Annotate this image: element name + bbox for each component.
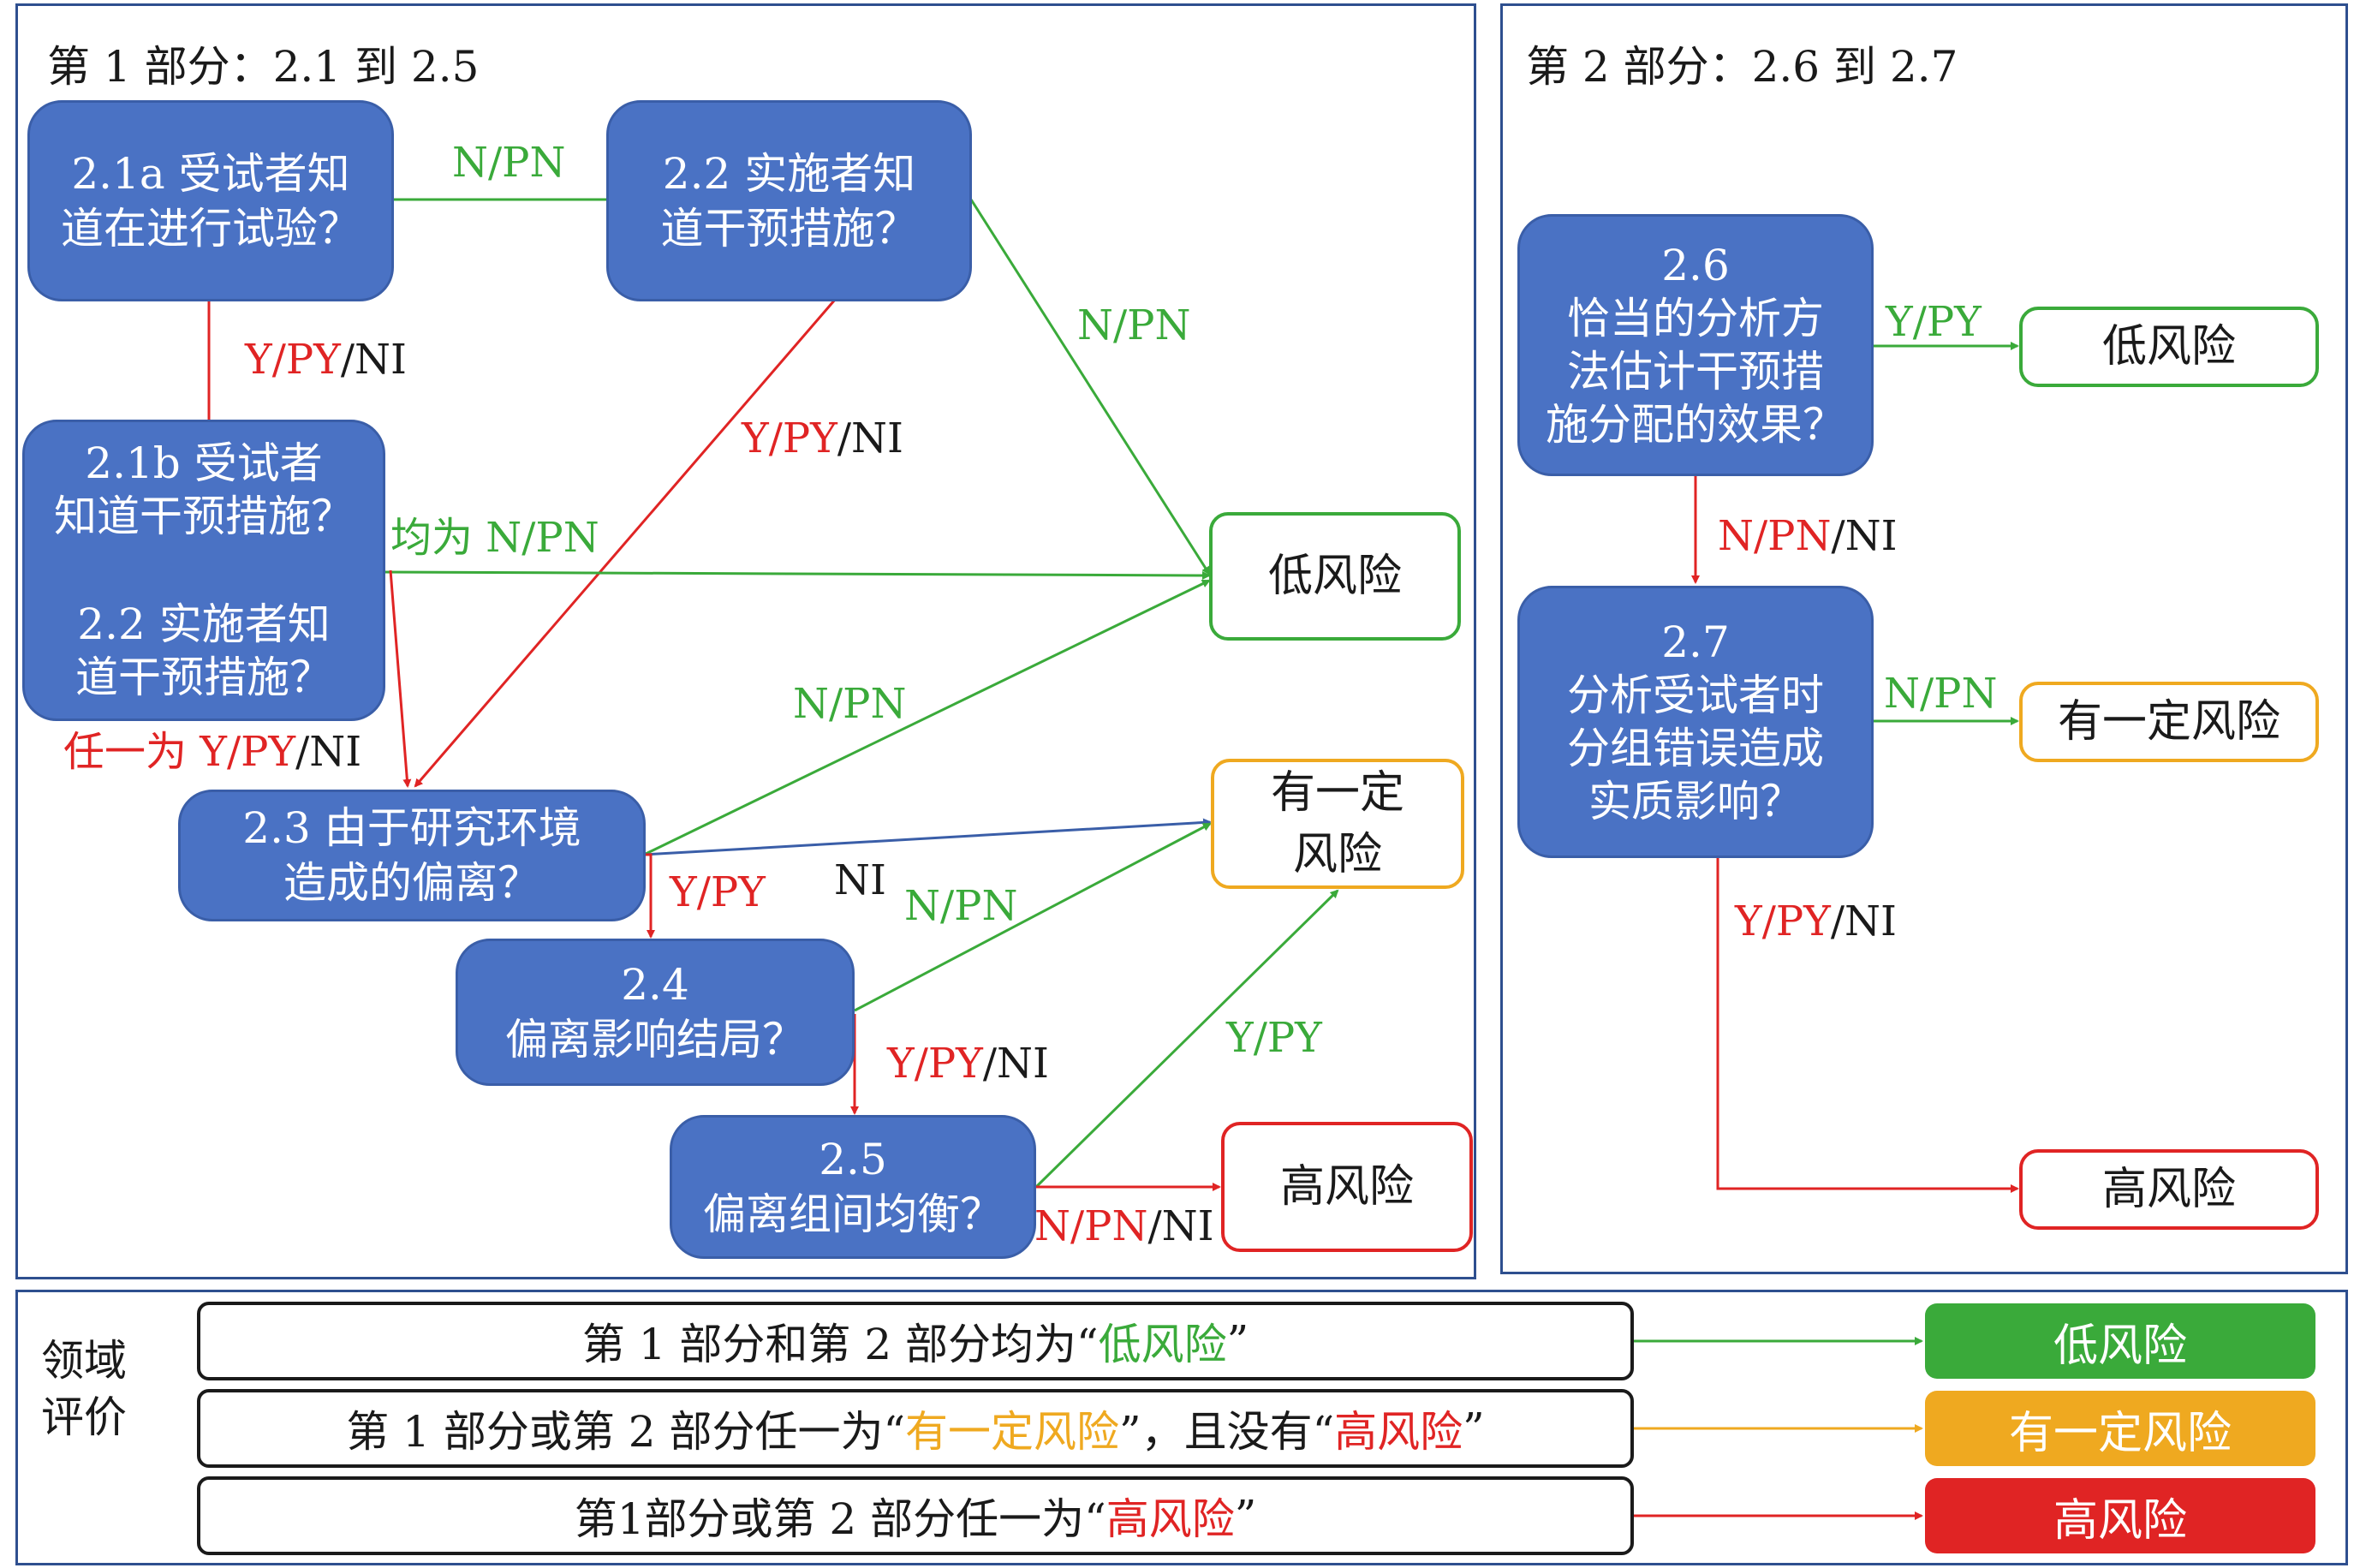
part2-some-concern: 有一定风险	[2019, 682, 2319, 762]
label-25-some: Y/PY	[1226, 1014, 1322, 1062]
label-23-low: N/PN	[793, 680, 907, 728]
part2-low-risk: 低风险	[2019, 307, 2319, 387]
rule-some: 第 1 部分或第 2 部分任一为“有一定风险”，且没有“高风险”	[197, 1389, 1634, 1468]
domain-out-low: 低风险	[1925, 1303, 2315, 1379]
edge-22-23	[414, 299, 837, 788]
part1-low-risk: 低风险	[1209, 512, 1461, 641]
domain-panel	[15, 1290, 2348, 1565]
domain-out-some: 有一定风险	[1925, 1391, 2315, 1466]
label-24-some: N/PN	[904, 882, 1018, 930]
edge-25-some	[1034, 889, 1339, 1189]
label-26-low: Y/PY	[1886, 298, 1982, 346]
domain-label: 领域评价	[41, 1336, 127, 1442]
part1-title: 第 1 部分：2.1 到 2.5	[47, 42, 480, 92]
label-23-down: Y/PY	[670, 868, 766, 916]
edge-27-high	[1716, 858, 2019, 1193]
question-2-1a: 2.1a 受试者知道在进行试验？	[27, 100, 394, 301]
question-2-3: 2.3 由于研究环境造成的偏离？	[178, 790, 646, 921]
question-2-2: 2.2 实施者知道干预措施？	[606, 100, 972, 301]
part1-some-concern: 有一定风险	[1211, 759, 1464, 889]
label-22-down: Y/PY/NI	[742, 414, 903, 462]
label-27-down: Y/PY/NI	[1735, 897, 1897, 945]
rule-high: 第1部分或第 2 部分任一为“高风险”	[197, 1476, 1634, 1555]
label-21a-22: N/PN	[452, 139, 566, 187]
edge-23-low	[643, 579, 1211, 856]
rule-low: 第 1 部分和第 2 部分均为“低风险”	[197, 1302, 1634, 1380]
edge-23-24	[646, 853, 655, 939]
edge-21b-low	[381, 570, 1211, 580]
label-27-some: N/PN	[1884, 670, 1998, 718]
part1-high-risk: 高风险	[1221, 1122, 1473, 1252]
edge-23-some	[643, 818, 1212, 856]
part2-high-risk: 高风险	[2019, 1149, 2319, 1230]
edge-22-low	[969, 199, 1211, 575]
part2-title: 第 2 部分：2.6 到 2.7	[1526, 42, 1958, 92]
label-25-high: N/PN/NI	[1034, 1202, 1214, 1250]
edge-21b-23	[389, 569, 412, 788]
question-2-1b-2-2: 2.1b 受试者 知道干预措施？ 2.2 实施者知 道干预措施？	[22, 420, 385, 721]
part2-panel	[1500, 3, 2348, 1274]
domain-out-high: 高风险	[1925, 1478, 2315, 1553]
label-21b-all: 均为 N/PN	[390, 514, 599, 562]
label-22-low: N/PN	[1077, 301, 1191, 349]
label-23-ni: NI	[834, 856, 886, 904]
part1-panel	[15, 3, 1476, 1279]
edge-24-some	[854, 822, 1212, 1012]
label-21b-any: 任一为 Y/PY/NI	[63, 728, 362, 776]
label-26-down: N/PN/NI	[1718, 512, 1898, 560]
label-24-down: Y/PY/NI	[887, 1040, 1049, 1088]
label-21a-down: Y/PY/NI	[245, 336, 407, 384]
